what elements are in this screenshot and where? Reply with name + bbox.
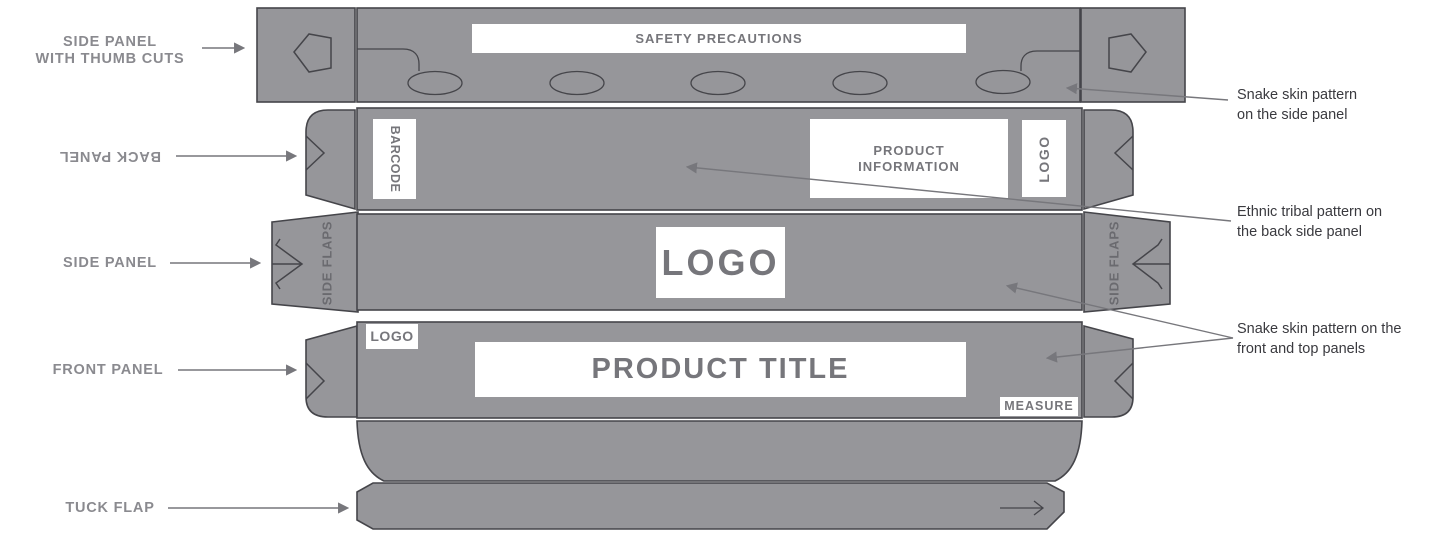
snake-ellipse bbox=[832, 70, 888, 96]
label-tuck-flap: TUCK FLAP bbox=[65, 500, 155, 516]
label-front-panel: FRONT PANEL bbox=[52, 362, 164, 378]
snake-ellipse bbox=[407, 70, 463, 96]
tuck-flap-panel bbox=[356, 482, 1065, 530]
annotation-snake-side-panel: Snake skin pattern on the side panel bbox=[1237, 87, 1358, 123]
front-logo-label: LOGO bbox=[370, 328, 414, 345]
barcode-box: BARCODE bbox=[373, 119, 416, 199]
main-logo-label: LOGO bbox=[661, 241, 780, 283]
measure-label: MEASURE bbox=[1004, 399, 1074, 413]
crease-chevron bbox=[1113, 362, 1134, 400]
tuck-direction-arrow bbox=[1000, 500, 1045, 516]
side-flap-left-arrow-crease bbox=[272, 238, 304, 290]
front-panel-right-flap bbox=[1083, 324, 1134, 418]
thumb-cut-side-panel-left bbox=[256, 7, 356, 103]
thumb-cut-pentagon-left bbox=[293, 33, 332, 73]
annotation-ethnic-tribal: Ethnic tribal pattern on the back side p… bbox=[1237, 204, 1383, 240]
crease-chevron bbox=[305, 362, 326, 400]
front-logo-box: LOGO bbox=[366, 324, 418, 349]
snake-ellipse bbox=[690, 70, 746, 96]
product-title-box: PRODUCT TITLE bbox=[475, 342, 966, 397]
snake-curve-left bbox=[357, 48, 420, 71]
label-side-panel-thumb-cuts: SIDE PANEL WITH THUMB CUTS bbox=[35, 34, 185, 68]
back-panel-left-flap bbox=[305, 109, 356, 211]
thumb-cut-pentagon-right bbox=[1108, 33, 1147, 73]
crease-chevron bbox=[305, 135, 326, 171]
snake-curve-right bbox=[1020, 50, 1080, 71]
measure-box: MEASURE bbox=[1000, 397, 1078, 416]
product-information-label: PRODUCT INFORMATION bbox=[858, 142, 960, 174]
product-title-label: PRODUCT TITLE bbox=[591, 353, 850, 386]
crease-chevron bbox=[1113, 135, 1134, 171]
side-flap-right-arrow-crease bbox=[1131, 238, 1170, 290]
main-logo-box: LOGO bbox=[656, 227, 785, 298]
label-back-panel: BACK PANEL bbox=[59, 148, 161, 165]
snake-ellipse bbox=[975, 69, 1031, 95]
side-flap-left bbox=[271, 211, 359, 313]
product-information-box: PRODUCT INFORMATION bbox=[810, 119, 1008, 198]
top-panel bbox=[356, 7, 1081, 103]
safety-precautions-label: SAFETY PRECAUTIONS bbox=[635, 30, 803, 46]
lid-panel bbox=[356, 420, 1083, 482]
side-flaps-right-label: SIDE FLAPS bbox=[1106, 220, 1122, 306]
front-panel-left-flap bbox=[305, 324, 358, 418]
thumb-cut-side-panel-right bbox=[1080, 7, 1186, 103]
annotation-snake-front-top: Snake skin pattern on the front and top … bbox=[1237, 321, 1402, 357]
back-logo-box: LOGO bbox=[1022, 120, 1066, 197]
leader-snake-front-panel bbox=[1045, 337, 1234, 363]
barcode-label: BARCODE bbox=[387, 125, 402, 193]
back-logo-label: LOGO bbox=[1036, 134, 1052, 183]
safety-precautions-box: SAFETY PRECAUTIONS bbox=[472, 24, 966, 53]
back-panel-right-flap bbox=[1083, 109, 1134, 211]
side-flap-right bbox=[1083, 211, 1171, 313]
snake-ellipse bbox=[549, 70, 605, 96]
label-side-panel: SIDE PANEL bbox=[63, 255, 157, 271]
leader-snake-side-panel bbox=[1065, 83, 1229, 101]
side-flaps-left-label: SIDE FLAPS bbox=[319, 220, 335, 306]
snake-skin-ellipses bbox=[407, 69, 1031, 96]
